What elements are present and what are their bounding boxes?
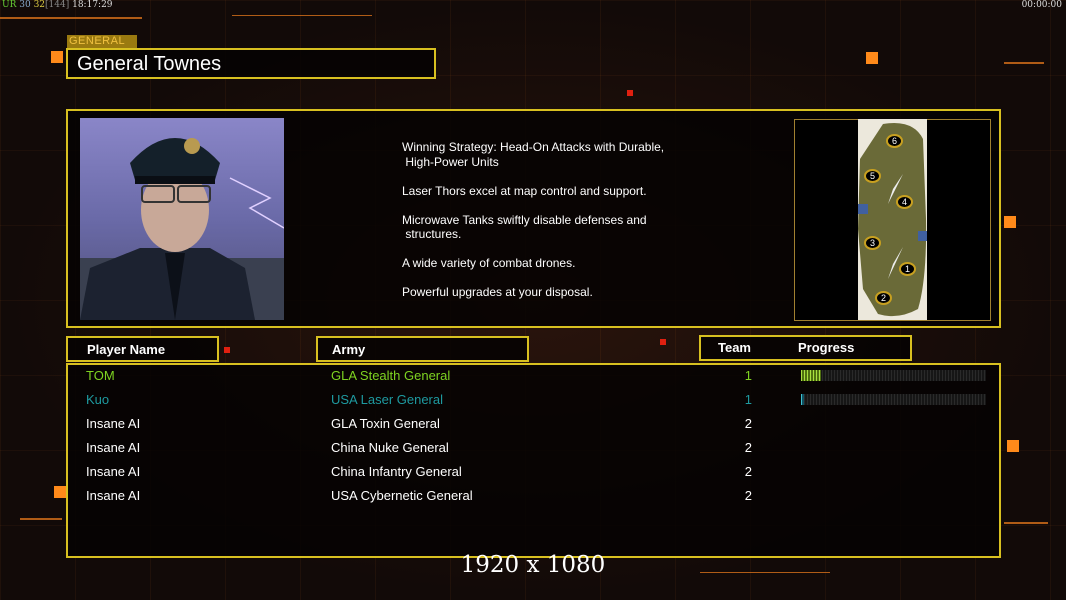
description-line: Powerful upgrades at your disposal. (402, 285, 593, 299)
start-position: 4 (896, 195, 913, 209)
player-row: TOM GLA Stealth General 1 (68, 366, 1003, 390)
hud-value: 32 (33, 0, 46, 10)
deco-line (1004, 62, 1044, 64)
start-position: 2 (875, 291, 892, 305)
deco-square (660, 339, 666, 345)
player-row: Insane AI USA Cybernetic General 2 (68, 486, 1003, 510)
deco-line (700, 572, 830, 573)
column-header-team-progress: Team Progress (699, 335, 912, 361)
description-line: Microwave Tanks swiftly disable defenses… (402, 212, 647, 242)
hud-fps: 30 (19, 0, 31, 10)
deco-line (20, 518, 62, 520)
player-army: China Infantry General (331, 464, 462, 479)
hud-time: 18:17:29 (72, 0, 113, 10)
player-row: Kuo USA Laser General 1 (68, 390, 1003, 414)
column-header-player: Player Name (66, 336, 219, 362)
player-team: 2 (744, 416, 752, 431)
general-description: Winning Strategy: Head-On Attacks with D… (402, 140, 702, 314)
column-header-team: Team (718, 340, 751, 355)
deco-square (627, 90, 633, 96)
section-label: GENERAL (67, 35, 137, 48)
player-team: 1 (744, 368, 752, 383)
start-position: 3 (864, 236, 881, 250)
deco-square (1004, 216, 1016, 228)
deco-square (51, 51, 63, 63)
description-line: A wide variety of combat drones. (402, 256, 576, 270)
deco-square (54, 486, 66, 498)
player-name: Insane AI (86, 416, 141, 431)
player-name: Insane AI (86, 440, 141, 455)
progress-bar (801, 394, 986, 405)
map-preview: 6 5 4 3 1 2 (858, 119, 927, 320)
description-line: Winning Strategy: Head-On Attacks with D… (402, 140, 665, 169)
deco-square (224, 347, 230, 353)
general-portrait (80, 118, 284, 320)
player-row: Insane AI GLA Toxin General 2 (68, 414, 1003, 438)
player-team: 2 (744, 440, 752, 455)
deco-line (1004, 522, 1048, 524)
map-terrain (858, 123, 927, 317)
portrait-image (80, 138, 284, 320)
start-position: 6 (886, 134, 903, 148)
player-army: GLA Stealth General (331, 368, 451, 383)
player-army: China Nuke General (331, 440, 449, 455)
column-header-progress: Progress (798, 340, 855, 355)
player-army: USA Cybernetic General (331, 488, 473, 503)
player-name: Kuo (86, 392, 110, 407)
progress-fill (801, 394, 804, 405)
player-row: Insane AI China Nuke General 2 (68, 438, 1003, 462)
hud-stats: UR 30 32[144] 18:17:29 (2, 0, 113, 10)
deco-square (1007, 440, 1019, 452)
deco-line (232, 15, 372, 16)
player-team: 1 (744, 392, 752, 407)
start-position: 5 (864, 169, 881, 183)
column-header-army: Army (316, 336, 529, 362)
general-title: General Townes (66, 48, 436, 79)
player-army: USA Laser General (331, 392, 444, 407)
player-name: Insane AI (86, 464, 141, 479)
description-line: Laser Thors excel at map control and sup… (402, 183, 647, 198)
deco-line (0, 17, 142, 19)
player-army: GLA Toxin General (331, 416, 440, 431)
player-name: Insane AI (86, 488, 141, 503)
hud-ur: UR (2, 0, 17, 10)
resolution-label: 1920 x 1080 (460, 552, 606, 578)
game-clock: 00:00:00 (1021, 0, 1062, 10)
hud-bracket: [144] (45, 0, 70, 10)
start-position: 1 (899, 262, 916, 276)
player-row: Insane AI China Infantry General 2 (68, 462, 1003, 486)
deco-square (866, 52, 878, 64)
player-name: TOM (86, 368, 115, 383)
player-team: 2 (744, 464, 752, 479)
progress-bar (801, 370, 986, 381)
player-team: 2 (744, 488, 752, 503)
progress-fill (801, 370, 822, 381)
